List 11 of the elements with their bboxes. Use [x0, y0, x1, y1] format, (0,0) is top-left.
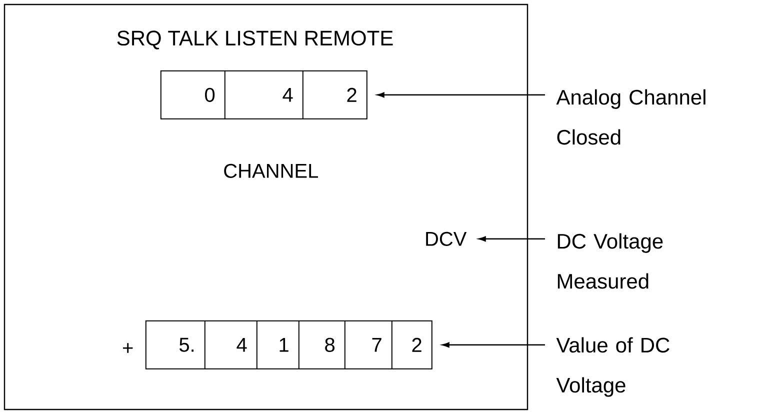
callout-text: DC Voltage Measured — [558, 233, 663, 289]
arrow — [442, 342, 545, 348]
digit-display: 5. 4 1 8 7 2 — [145, 320, 432, 370]
callout-text: Analog Channel Closed — [556, 89, 706, 145]
arrow — [377, 92, 545, 98]
digit-display: 0 4 2 — [160, 70, 368, 120]
arrow — [478, 236, 545, 242]
display-caption: + — [123, 343, 133, 353]
callout-text: Value of DC Voltage — [556, 337, 670, 397]
display-label: DCV — [426, 232, 467, 246]
display-caption: CHANNEL — [224, 164, 318, 178]
